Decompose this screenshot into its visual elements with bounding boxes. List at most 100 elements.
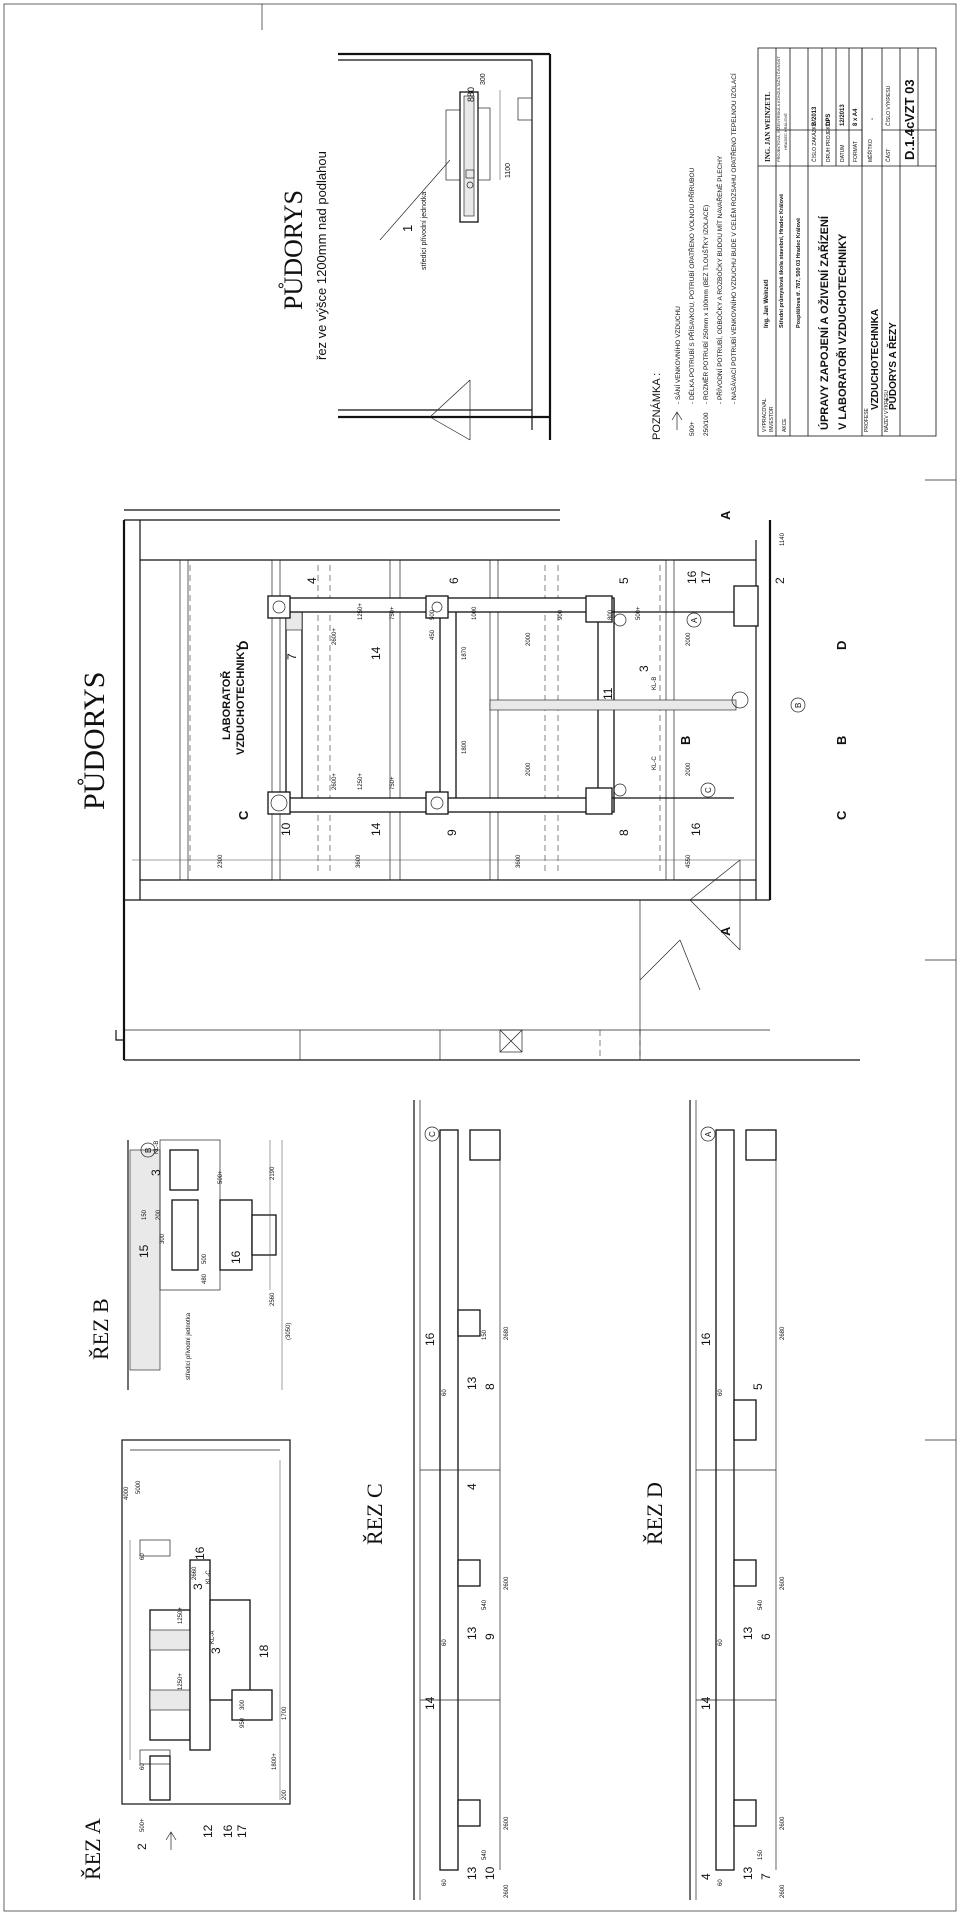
note-5: - NASÁVACÍ POTRUBÍ VENKOVNÍHO VZDUCHU BU… [729,73,738,404]
dim-4550: 4550 [686,854,692,868]
dim-750p-a: 750+ [390,606,396,620]
label-profese: PROFESE [864,407,870,432]
section-d-dim-2680: 2680 [780,1326,786,1340]
section-b-pos-16: 16 [229,1250,243,1264]
author-name: Ing. Jan Weinzetl [764,279,770,328]
section-mark-a-bottom: A [718,926,733,936]
section-c-pos-4: 4 [465,1483,479,1490]
pos-2: 2 [773,577,787,584]
grille-5 [585,595,613,623]
investor-name: Střední průmyslová škola stavební, Hrade… [778,194,785,328]
section-b-dim-3050: (3050) [286,1323,292,1340]
section-d-mark: A [704,1131,713,1137]
section-a-pos-2: 2 [135,1843,149,1850]
label-akce: AKCE [782,418,788,432]
label-druh-projektu: DRUH PROJEKTU [826,119,832,162]
label-meritko: MĚŘÍTKO [866,139,874,162]
dim-1870: 1870 [462,646,468,660]
pos-4: 4 [305,577,319,584]
shaft [499,1029,523,1053]
notes-block: POZNÁMKA : - SÁNÍ VENKOVNÍHO VZDUCHU 500… [650,73,738,440]
outdoor-intake [733,585,759,627]
dim-800: 800 [608,609,614,620]
section-d-dim-150: 150 [758,1849,764,1860]
label-nazev-vykresu: NÁZEV VÝKRESU [883,390,890,432]
small-floor-plan: 880 300 1100 1 středicí přívodní jednotk… [279,52,552,441]
section-a-dim-60-b: 60 [140,1763,146,1770]
pos-5: 5 [617,577,631,584]
insulated-duct [489,699,737,711]
section-d-pos-14: 14 [699,1696,713,1710]
project-title-1: ÚPRAVY ZAPOJENÍ A OŽIVENÍ ZAŘÍZENÍ [818,215,831,430]
mark-b: B [794,703,803,708]
tag-klb: KL-B [652,677,658,690]
section-a-dim-1800p: 1800+ [272,1753,278,1770]
section-c-pos-8: 8 [483,1383,497,1390]
pos-10: 10 [279,822,293,836]
small-plan-title: PŮDORYS [279,190,308,310]
firm-subtitle-2: HRADEC KRÁLOVÉ [783,113,788,150]
dim-3600-b: 3600 [516,854,522,868]
section-a-dim-1700: 1700 [282,1706,288,1720]
dim-1000: 1000 [472,606,478,620]
investor-address: Pospíšilova tř. 787, 500 03 Hradec Králo… [796,218,802,328]
section-a-dim-1250p-a: 1250+ [178,1607,184,1624]
part-number: D.1.4c [902,122,917,160]
room-name-1: LABORATOŘ [220,671,233,740]
pos-11: 11 [601,687,615,700]
section-a-dim-500p: 500+ [140,1818,146,1832]
dim-2600p-a: 2600+ [332,628,338,645]
section-d-dim-2600-b: 2600 [780,1816,786,1830]
section-mark-c-inner: C [236,810,251,820]
section-d-dim-2600-a: 2600 [780,1576,786,1590]
section-d-pos-7: 7 [759,1873,773,1880]
section-b-title: ŘEZ B [88,1298,113,1360]
note-2: - DÉLKA POTRUBÍ S PŘÍSAVKOU, POTRUBÍ OPA… [687,167,696,404]
section-a-pos-3-a: 3 [209,1647,223,1654]
section-c-pos-13-c: 13 [465,1866,479,1880]
section-d-pos-5: 5 [751,1383,765,1390]
section-c-title: ŘEZ C [362,1483,387,1545]
section-d-pos-13-b: 13 [741,1866,755,1880]
section-c-dim-2600-a: 2600 [504,1576,510,1590]
firm-subtitle-1: PROJEKTOVÁ, INŽENÝRSKÁ A KONZULTAČNÍ ČIN… [776,56,781,162]
section-d-dim-60-c: 60 [718,1879,724,1886]
notes-title: POZNÁMKA : [650,373,663,440]
section-b: ŘEZ B B 3 15 16 KL-B středicí přívodní j… [88,1139,292,1390]
section-mark-b-inner: B [678,736,693,745]
order-number: B/2013 [812,106,818,126]
section-b-tag: KL-B [154,1141,160,1154]
diffuser-4 [267,595,291,619]
section-d-dim-60-a: 60 [718,1389,724,1396]
section-c-dim-2680: 2680 [504,1326,510,1340]
label-datum: DATUM [840,145,846,162]
room-name-2: VZDUCHOTECHNIKY [235,644,247,755]
pos-14-top: 14 [369,646,383,660]
diffuser-9 [425,791,449,815]
dim-2000-d: 2000 [686,762,692,776]
section-c-pos-13-a: 13 [465,1376,479,1390]
label-format: FORMÁT [852,141,859,162]
format: 8 x A4 [853,108,859,126]
section-a: ŘEZ A 4000 5000 1250+ 1250+ 2660 1800+ 2… [80,1439,291,1880]
pos-16-top: 16 [685,570,699,584]
section-c-pos-9: 9 [483,1633,497,1640]
section-mark-b-outer: B [834,736,849,745]
section-a-dim-300: 300 [240,1699,246,1710]
section-b-dim-500p: 500+ [218,1170,224,1184]
tag-klc: KL-C [652,756,658,770]
label-vypracoval: VYPRACOVAL [762,398,768,432]
grille-8 [585,787,613,815]
duct-branch-d [285,599,303,811]
section-d-pos-6: 6 [759,1633,773,1640]
section-b-dim-480: 480 [202,1273,208,1284]
section-c-dim-60-b: 60 [442,1639,448,1646]
label-cislo-zakazky: ČÍSLO ZAKÁZKY [811,122,818,162]
section-mark-d-outer: D [834,641,849,650]
scale: - [870,118,876,120]
section-d-pos-4: 4 [699,1873,713,1880]
section-c-dim-60-c: 60 [442,1879,448,1886]
section-d-duct [715,1129,735,1871]
section-mark-a-top: A [718,510,733,520]
section-d-dim-60-b: 60 [718,1639,724,1646]
